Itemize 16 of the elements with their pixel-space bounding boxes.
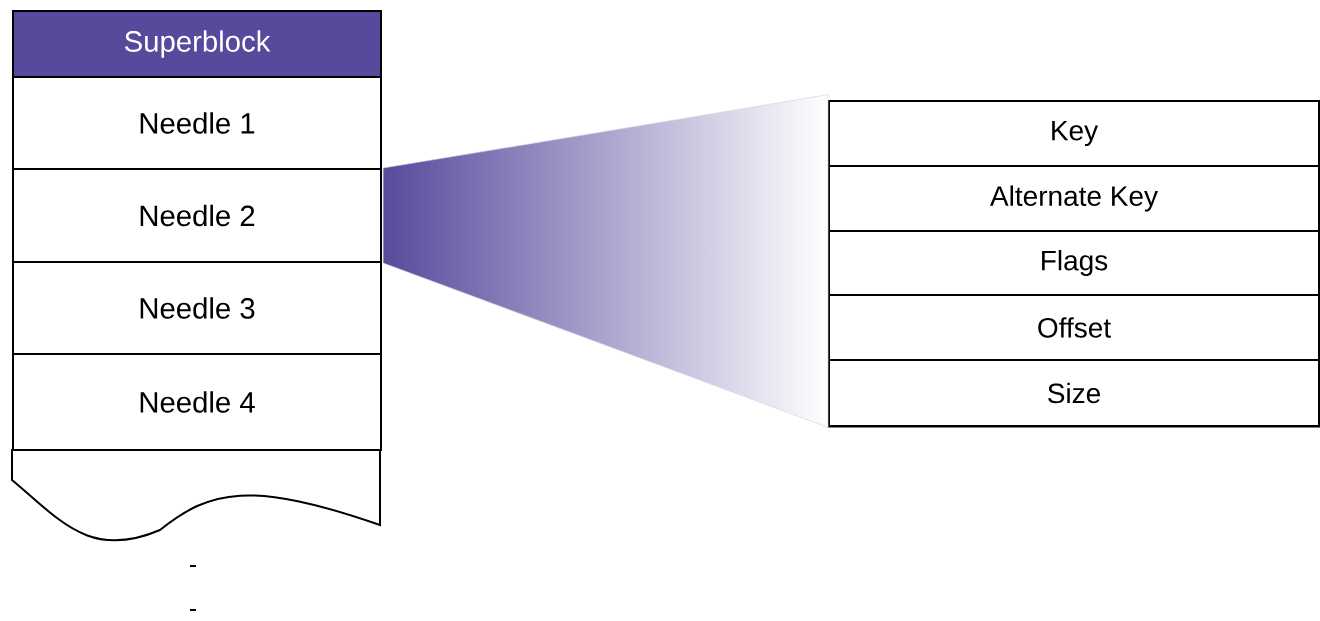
needle-cell: Needle 1 [12,76,382,170]
zoom-fan [382,94,829,428]
node-label: Key [1052,120,1099,147]
node-label: Offset [1038,317,1111,338]
needle-cell: Needle 4 [12,353,382,451]
needle-cell: Needle 3 [12,261,382,355]
field-cell: Size [828,359,1320,427]
needle-cell: Needle 2 [12,168,382,263]
node-label: Size [1048,382,1100,404]
field-cell: Key [828,100,1320,167]
field-cell: Flags [828,230,1320,296]
field-cell: Offset [828,294,1320,361]
node-label: Alternate Key [990,185,1158,212]
node-label: Flags [1042,249,1108,277]
field-cell: Alternate Key [828,165,1320,232]
header-cell: Superblock [12,10,382,78]
